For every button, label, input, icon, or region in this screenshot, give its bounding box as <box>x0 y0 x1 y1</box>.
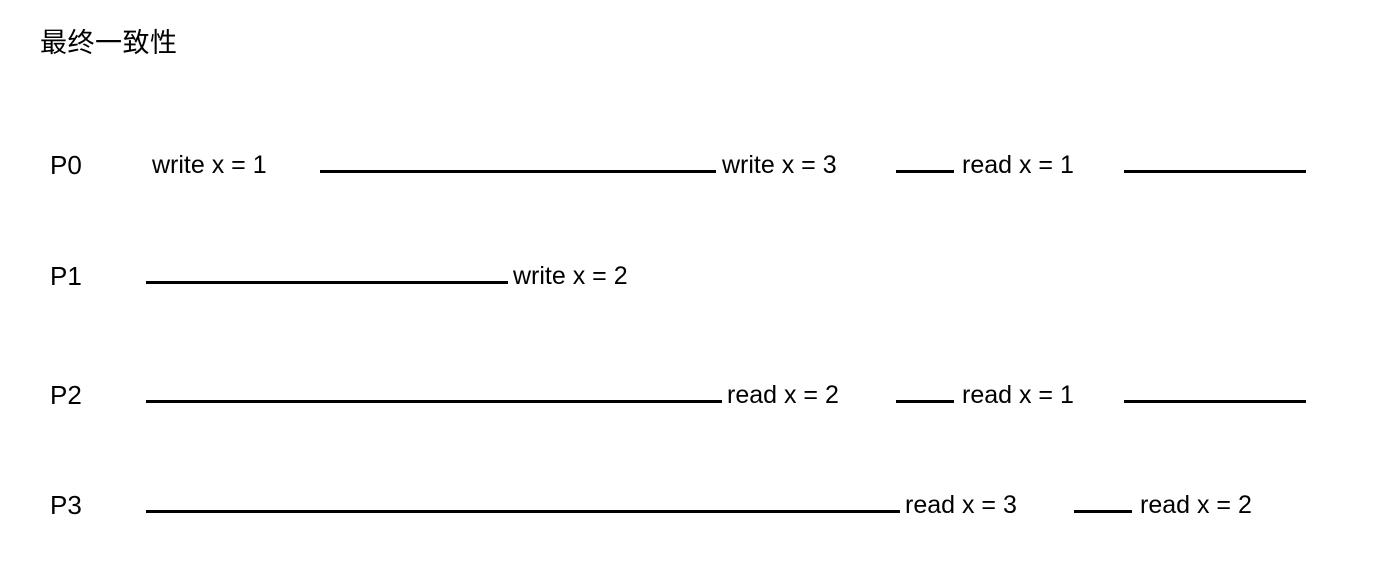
timeline-segment <box>1124 400 1306 403</box>
timeline-segment <box>1074 510 1132 513</box>
timeline-row-p1: P1 write x = 2 <box>0 255 1378 311</box>
timeline-event-label: read x = 1 <box>962 151 1074 179</box>
timeline-track-p1: write x = 2 <box>0 255 1378 311</box>
timeline-row-p3: P3 read x = 3 read x = 2 <box>0 484 1378 540</box>
timeline-event-label: read x = 3 <box>905 491 1017 519</box>
timeline-segment <box>146 281 508 284</box>
timeline-event-label: write x = 2 <box>513 262 628 290</box>
timeline-segment <box>146 400 722 403</box>
timeline-event-label: read x = 2 <box>1140 491 1252 519</box>
timeline-track-p2: read x = 2 read x = 1 <box>0 374 1378 430</box>
timeline-row-p0: P0 write x = 1 write x = 3 read x = 1 <box>0 144 1378 200</box>
process-label-p0: P0 <box>50 150 82 180</box>
process-label-p3: P3 <box>50 490 82 520</box>
timeline-segment <box>896 400 954 403</box>
timeline-event-label: read x = 2 <box>727 381 839 409</box>
timeline-event-label: read x = 1 <box>962 381 1074 409</box>
process-label-p1: P1 <box>50 261 82 291</box>
timeline-segment <box>320 170 716 173</box>
timeline-segment <box>896 170 954 173</box>
timeline-row-p2: P2 read x = 2 read x = 1 <box>0 374 1378 430</box>
page-title: 最终一致性 <box>40 28 178 58</box>
process-label-p2: P2 <box>50 380 82 410</box>
timeline-event-label: write x = 1 <box>152 151 267 179</box>
timeline-track-p3: read x = 3 read x = 2 <box>0 484 1378 540</box>
timeline-track-p0: write x = 1 write x = 3 read x = 1 <box>0 144 1378 200</box>
timeline-segment <box>1124 170 1306 173</box>
timeline-segment <box>146 510 900 513</box>
timeline-event-label: write x = 3 <box>722 151 837 179</box>
